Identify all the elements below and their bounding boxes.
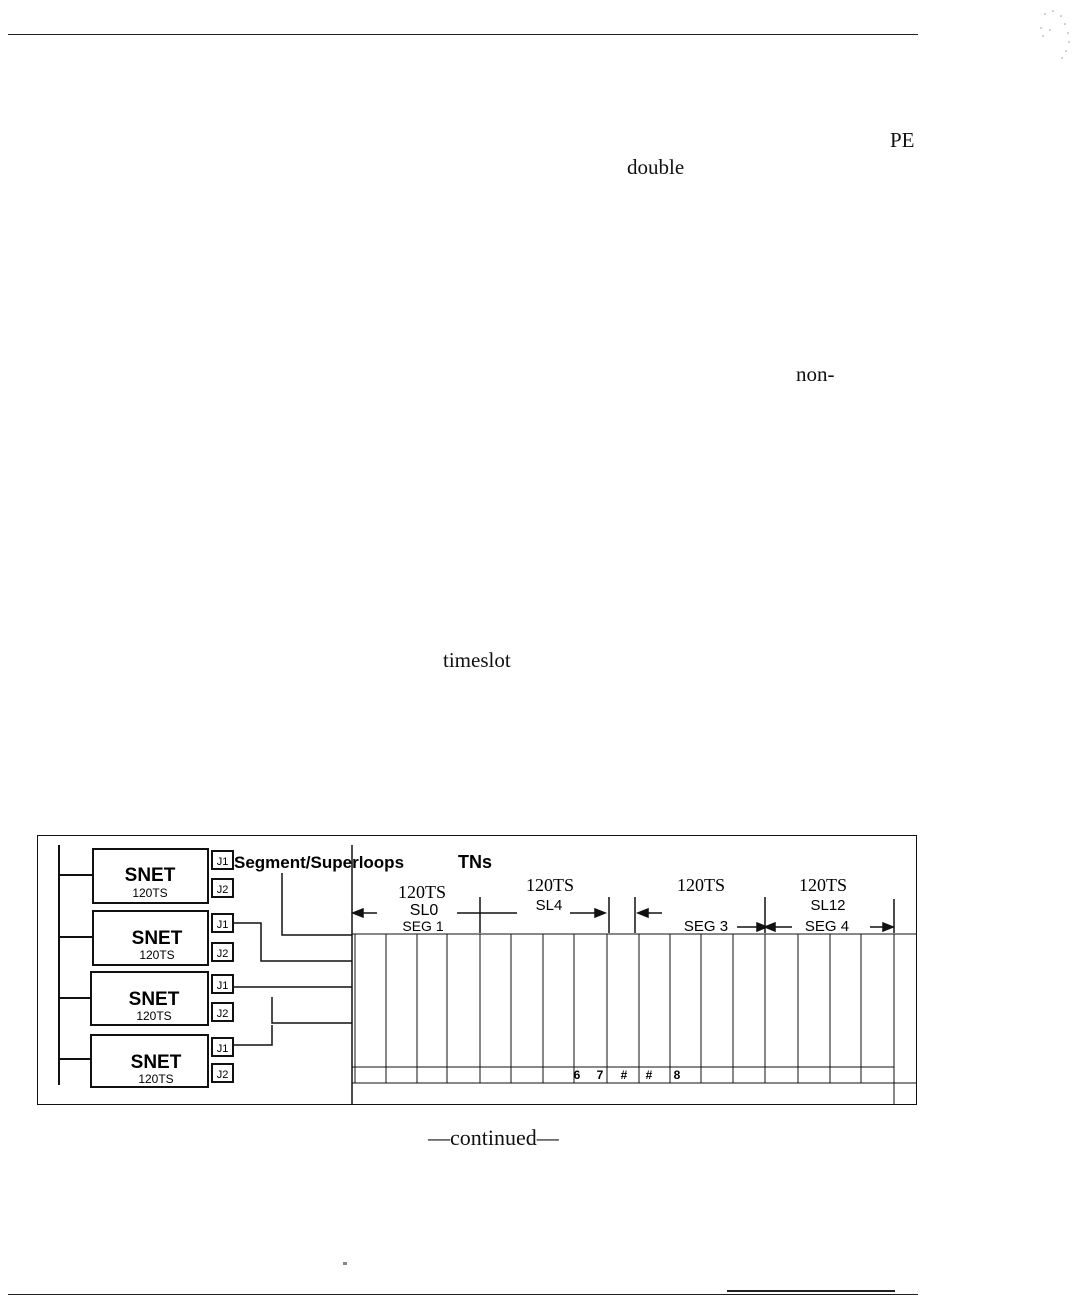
bottom-label-5: 8 (674, 1068, 681, 1082)
scan-artifact (1040, 10, 1070, 59)
j1-label: J1 (217, 980, 229, 992)
group-4-sl: SL12 (810, 897, 845, 914)
j2-label: J2 (217, 1069, 229, 1081)
fragment-timeslot: timeslot (443, 648, 511, 672)
group-3-seg: SEG 3 (684, 918, 728, 935)
snet-name: SNET (129, 989, 180, 1010)
tns-label: TNs (458, 852, 492, 872)
snet-module-4: SNET 120TS J1 J2 (59, 1034, 234, 1088)
group-arrows (350, 897, 896, 933)
continued-label: —continued— (428, 1125, 559, 1150)
snet-module-1: SNET 120TS J1 J2 (59, 848, 234, 904)
bottom-rule-accent (727, 1290, 895, 1292)
fragment-non: non- (796, 362, 835, 386)
snet-module-2: SNET 120TS J1 J2 (59, 910, 234, 966)
bottom-label-4: # (646, 1068, 653, 1082)
snet-name: SNET (125, 865, 176, 886)
j2-label: J2 (217, 948, 229, 960)
bottom-rule (8, 1294, 918, 1295)
group-2-sl: SL4 (536, 897, 563, 914)
j1-label: J1 (217, 856, 229, 868)
group-4-ts: 120TS (799, 875, 847, 895)
fragment-double: double (627, 155, 685, 179)
group-1-seg: SEG 1 (402, 918, 443, 934)
connector-wires (233, 845, 353, 1105)
scan-speck (343, 1262, 347, 1265)
group-4-seg: SEG 4 (805, 918, 849, 935)
j1-label: J1 (217, 919, 229, 931)
group-3-ts: 120TS (677, 875, 725, 895)
group-2-ts: 120TS (526, 875, 574, 895)
j2-label: J2 (217, 1008, 229, 1020)
bottom-label-2: 7 (597, 1068, 604, 1082)
bottom-label-3: # (621, 1068, 628, 1082)
snet-name: SNET (131, 1052, 182, 1073)
diagram-frame (37, 835, 917, 1105)
snet-ts: 120TS (138, 1072, 173, 1086)
top-rule (8, 34, 918, 35)
j2-label: J2 (217, 884, 229, 896)
segment-superloops-label: Segment/Superloops (234, 853, 404, 872)
fragment-pe: PE (890, 128, 915, 152)
bottom-label-1: 6 (574, 1068, 581, 1082)
snet-ts: 120TS (139, 948, 174, 962)
snet-module-3: SNET 120TS J1 J2 (59, 971, 234, 1026)
j1-label: J1 (217, 1043, 229, 1055)
group-1-sl: SL0 (410, 902, 439, 919)
snet-segment-diagram: SNET 120TS J1 J2 SNET 120TS J1 J2 SNET 1… (37, 835, 917, 1105)
timeslot-grid (352, 933, 917, 1105)
snet-ts: 120TS (136, 1009, 171, 1023)
snet-name: SNET (132, 928, 183, 949)
snet-ts: 120TS (132, 886, 167, 900)
group-1-ts: 120TS (398, 882, 446, 902)
